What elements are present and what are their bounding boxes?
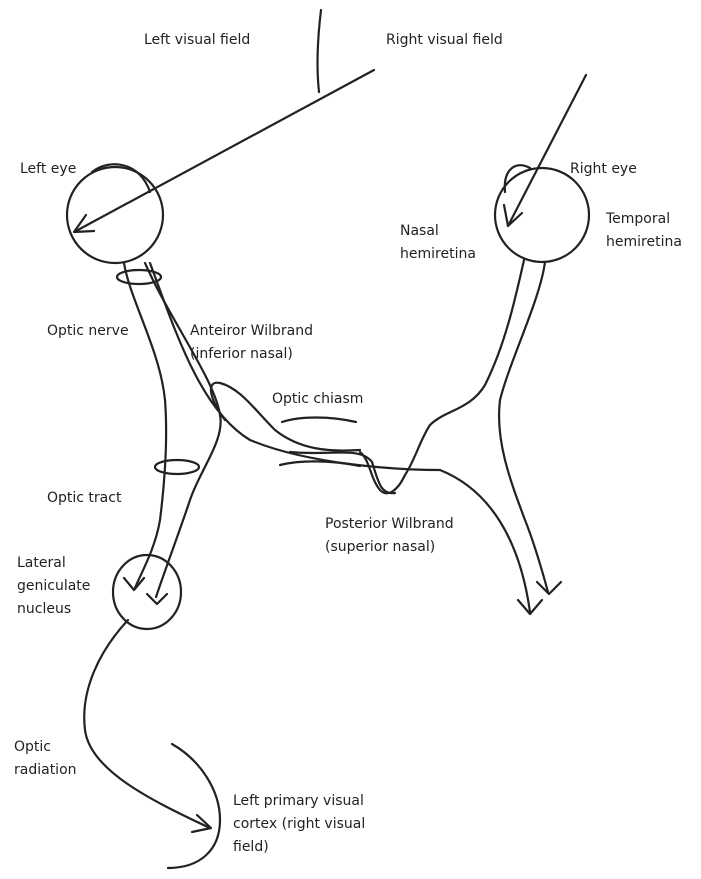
left-eye (67, 167, 163, 263)
left-nerve-inner (145, 263, 221, 597)
label-left-visual-field: Left visual field (144, 29, 250, 52)
right-eye-lens (505, 165, 530, 192)
right-nerve-inner (360, 260, 524, 493)
label-right-visual-field: Right visual field (386, 29, 503, 52)
left-nerve-outer (124, 263, 166, 588)
ray-to-left-eye (76, 70, 374, 231)
right-nerve-outer (499, 262, 548, 592)
left-nasal-crossing-fibres (150, 263, 530, 612)
label-left-eye: Left eye (20, 158, 76, 181)
label-lateral-geniculate-nucleus: Lateral geniculate nucleus (17, 552, 90, 621)
ray-to-right-eye (509, 75, 586, 224)
label-temporal-hemiretina: Temporal hemiretina (606, 208, 682, 254)
label-posterior-wilbrand: Posterior Wilbrand (superior nasal) (325, 513, 454, 559)
optic-radiation (84, 620, 210, 828)
label-optic-radiation: Optic radiation (14, 736, 77, 782)
lateral-geniculate-nucleus (113, 555, 181, 629)
label-nasal-hemiretina: Nasal hemiretina (400, 220, 476, 266)
label-optic-chiasm: Optic chiasm (272, 388, 363, 411)
primary-visual-cortex (168, 744, 220, 868)
label-anterior-wilbrand: Anteiror Wilbrand (inferior nasal) (190, 320, 313, 366)
posterior-wilbrand-loop (290, 452, 395, 493)
optic-tract-ring (155, 460, 199, 474)
label-optic-tract: Optic tract (47, 487, 121, 510)
label-left-primary-visual-cortex: Left primary visual cortex (right visual… (233, 790, 365, 859)
right-eye (495, 168, 589, 262)
label-optic-nerve: Optic nerve (47, 320, 129, 343)
visual-field-divider (318, 10, 321, 92)
label-right-eye: Right eye (570, 158, 637, 181)
optic-chiasm-marker-lower (280, 461, 360, 466)
optic-chiasm-marker-upper (282, 418, 356, 423)
